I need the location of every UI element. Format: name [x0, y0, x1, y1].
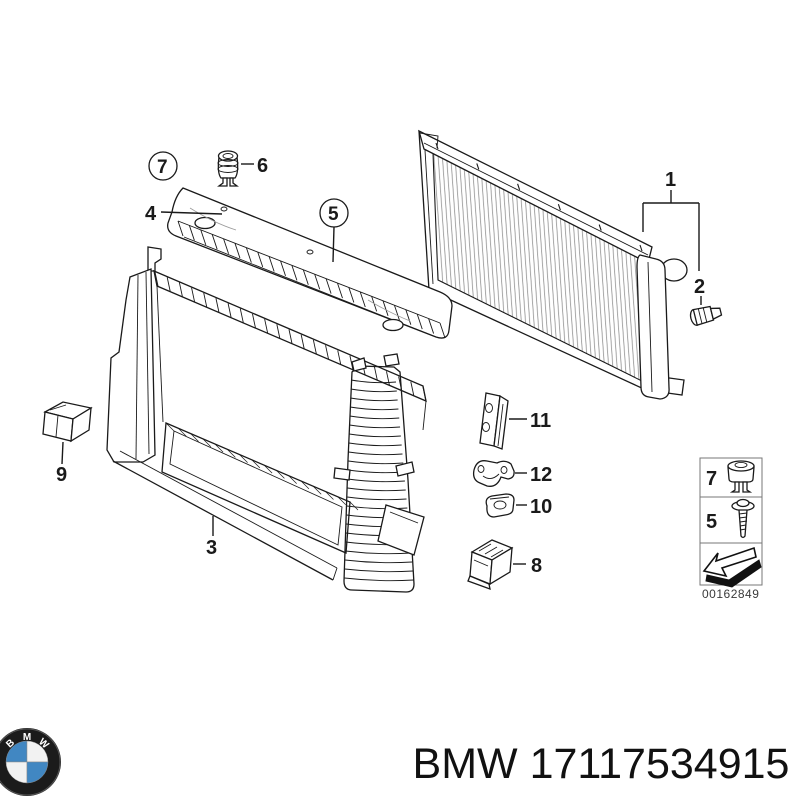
bracket-12-icon — [472, 460, 515, 487]
callout-10: 10 — [516, 496, 552, 518]
footer-part-number: BMW 17117534915 — [413, 740, 790, 788]
callout-6: 6 — [241, 155, 268, 177]
callout-10-label: 10 — [530, 496, 552, 518]
legend-mount-icon — [727, 460, 755, 493]
bmw-logo: B M W — [0, 728, 61, 796]
callout-6-label: 6 — [257, 155, 268, 177]
callout-9: 9 — [56, 441, 67, 486]
callout-2: 2 — [694, 276, 705, 305]
callout-1-bracket — [642, 190, 700, 271]
bracket-8-icon — [467, 539, 514, 591]
frame-screw-marks — [435, 142, 643, 252]
callout-12: 12 — [515, 464, 552, 486]
callout-3-label: 3 — [206, 537, 217, 559]
fan-shroud — [106, 246, 427, 593]
legend-row-5-label: 5 — [706, 511, 717, 533]
callout-5: 5 — [319, 198, 349, 263]
bracket-11-icon — [479, 392, 509, 450]
callout-2-label: 2 — [694, 276, 705, 298]
callout-12-label: 12 — [530, 464, 552, 486]
callout-8: 8 — [513, 555, 542, 577]
legend-direction-arrow-icon — [702, 546, 762, 588]
legend-box: 7 5 — [699, 457, 763, 588]
legend-row-7-label: 7 — [706, 468, 717, 490]
radiator-core — [432, 152, 647, 384]
radiator — [417, 129, 688, 400]
callout-4: 4 — [145, 203, 223, 225]
logo-letter-m: M — [23, 732, 31, 743]
legend-image-number: 00162849 — [702, 587, 759, 601]
temp-sensor-icon — [689, 305, 723, 327]
callout-11: 11 — [509, 410, 551, 432]
cover-grid — [177, 220, 446, 339]
shroud-opening — [161, 422, 359, 554]
callout-4-label: 4 — [145, 203, 157, 225]
callout-7-circle — [148, 151, 178, 181]
callout-11-label: 11 — [530, 410, 551, 432]
callout-1-label: 1 — [665, 169, 676, 191]
callout-8-label: 8 — [531, 555, 542, 577]
bracket-9-icon — [42, 401, 93, 443]
upper-cover-panel — [167, 187, 453, 339]
legend-screw-icon — [731, 498, 755, 539]
callout-7: 7 — [148, 151, 178, 181]
bellows-duct — [333, 353, 425, 593]
callout-1: 1 — [642, 169, 700, 271]
callout-9-label: 9 — [56, 464, 67, 486]
opening-wall-hatch — [165, 422, 359, 511]
radiator-right-tank — [636, 254, 670, 400]
clip-10-icon — [485, 493, 515, 518]
callout-5-label: 5 — [328, 204, 339, 225]
callout-7-label: 7 — [157, 157, 168, 178]
rubber-mount-icon — [217, 150, 239, 187]
callout-3: 3 — [206, 516, 217, 559]
